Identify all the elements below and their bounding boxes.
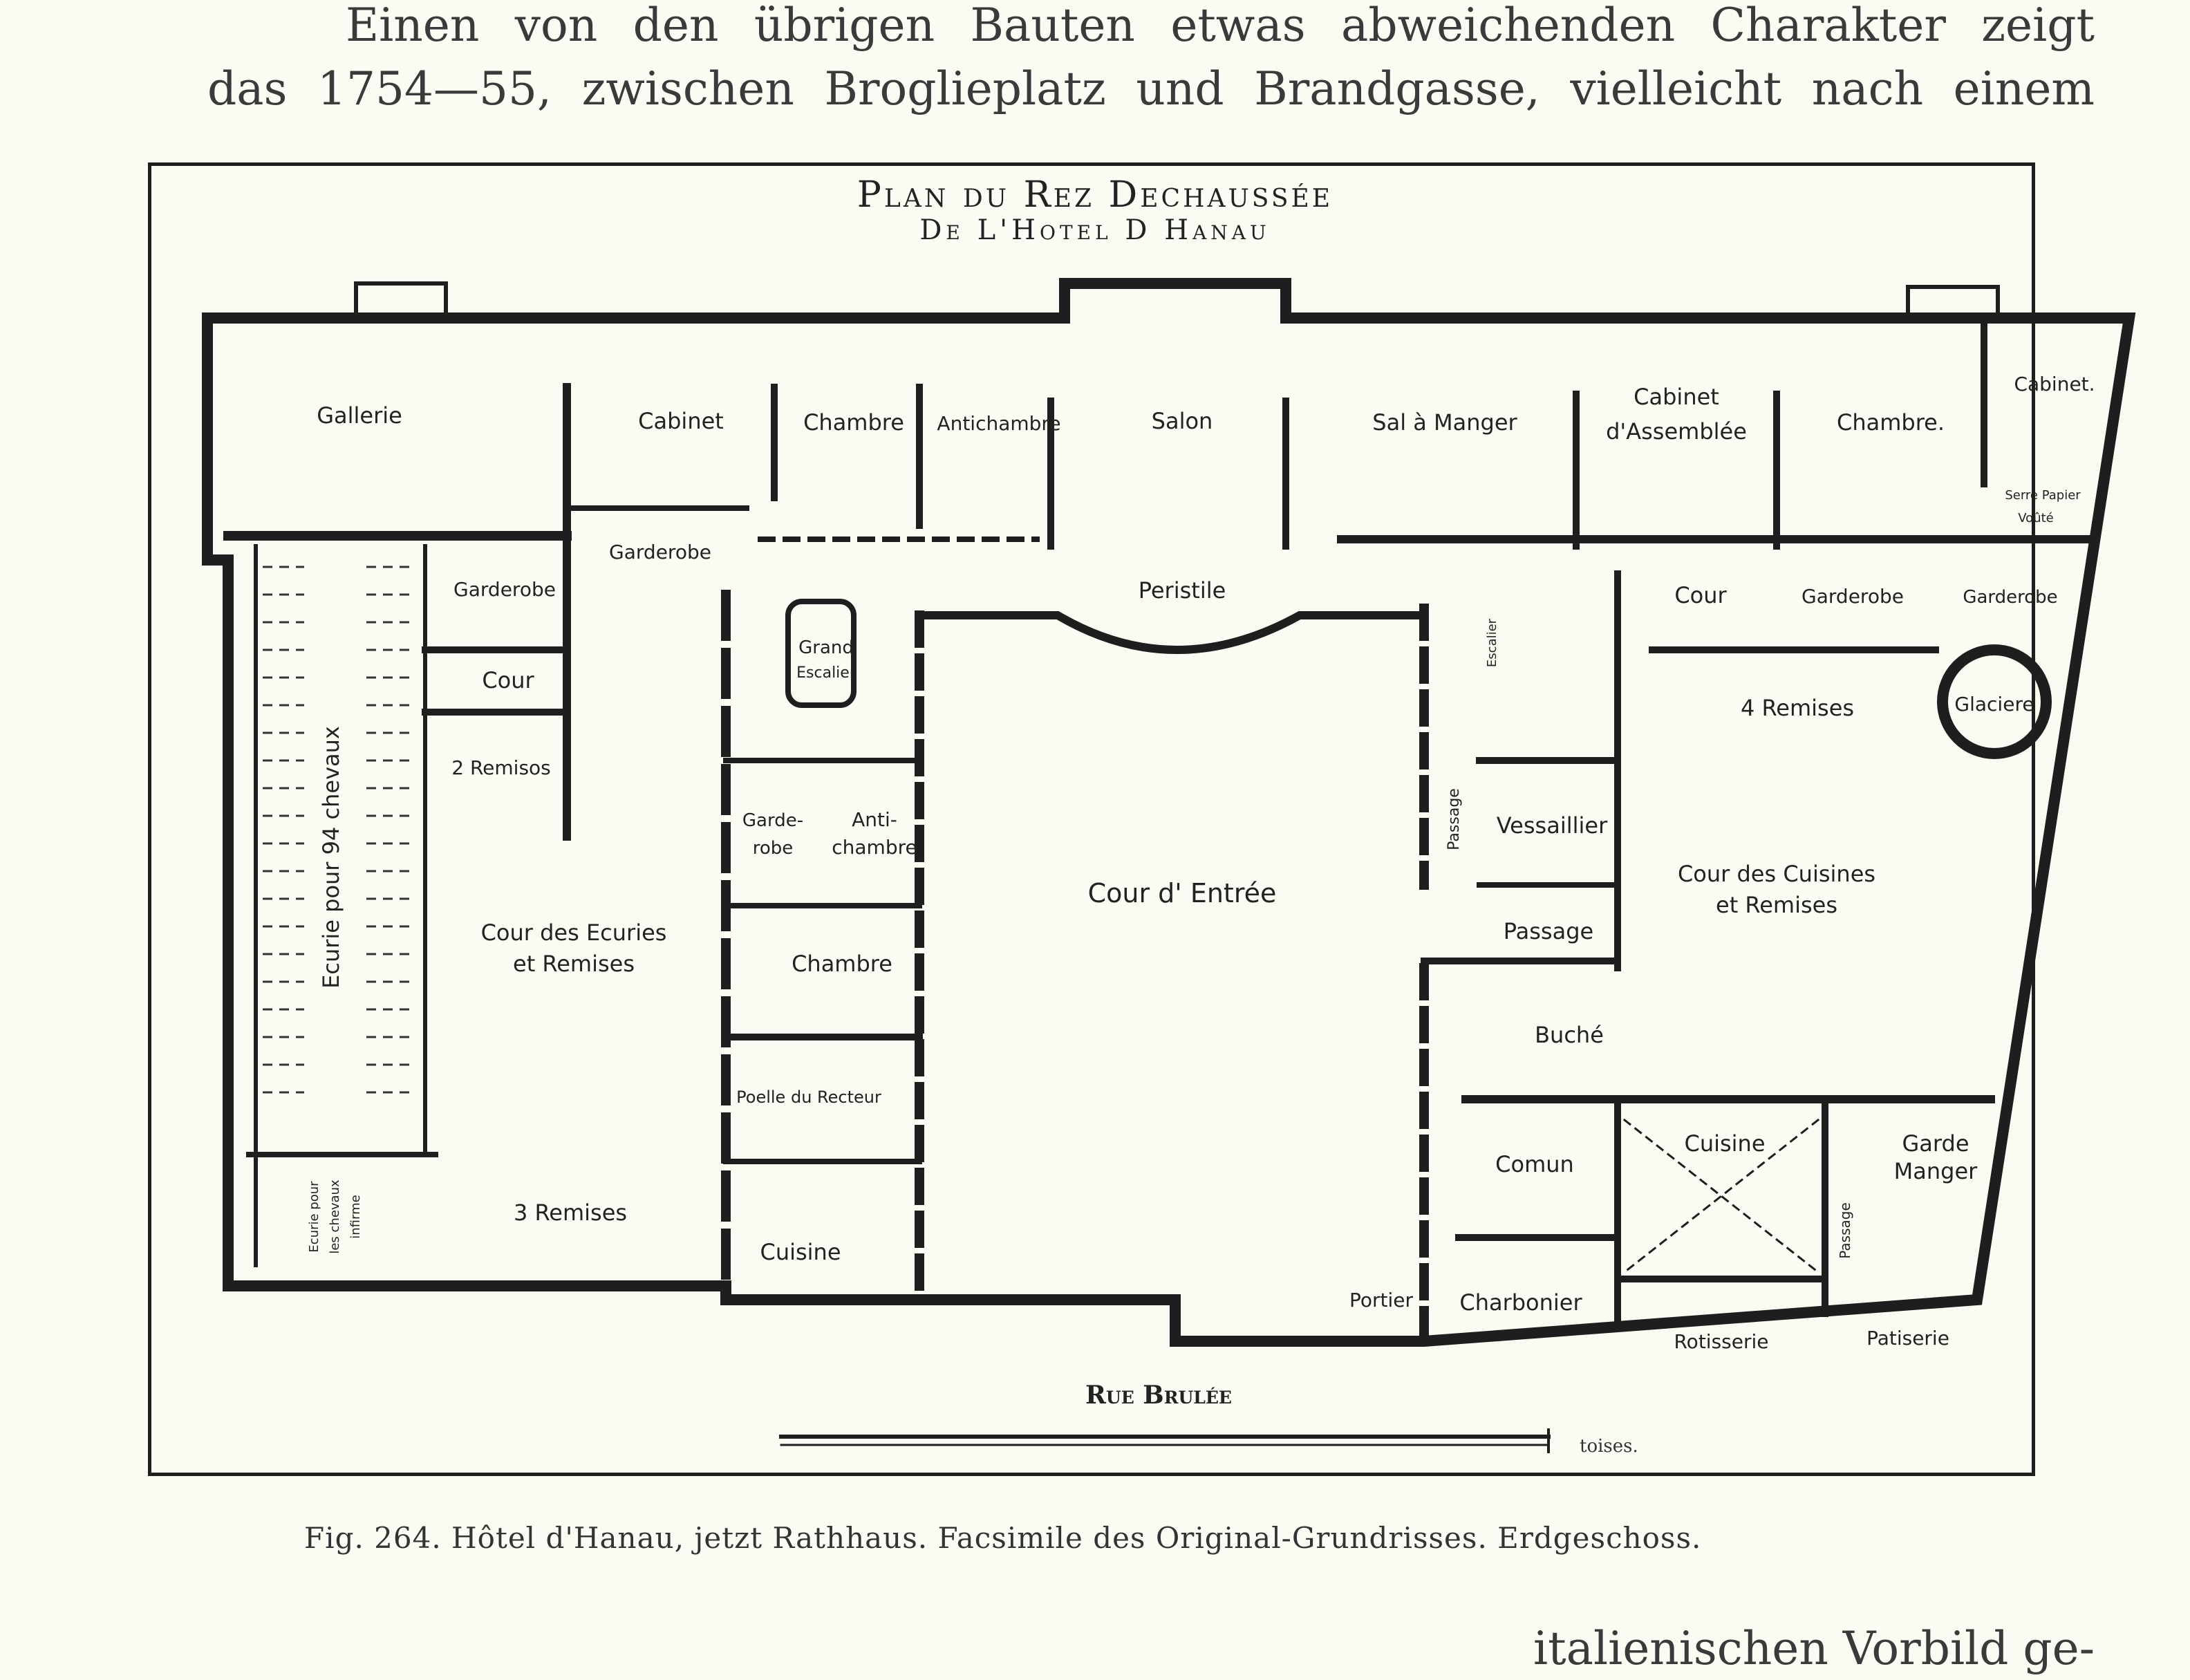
room-ecurie-infirme-1: Ecurie pour — [307, 1181, 321, 1253]
room-cour-1: Cour — [482, 667, 534, 693]
plan-frame — [148, 162, 2035, 1476]
room-cour-ecuries-2: et Remises — [513, 951, 635, 977]
room-grand-escalier-1: Grand — [798, 637, 854, 658]
room-2-remises: 2 Remisos — [451, 756, 551, 779]
room-garderobe-4: Garderobe — [1963, 587, 2057, 608]
room-gallerie: Gallerie — [317, 402, 402, 429]
room-antichambre-2-2: chambre — [832, 836, 917, 859]
body-text-line-2: das 1754—55, zwischen Broglieplatz und B… — [207, 62, 2095, 115]
room-cour-cuisines-1: Cour des Cuisines — [1678, 861, 1875, 887]
body-text-line-3: italienischen Vorbild ge- — [1533, 1622, 2095, 1675]
room-3-remises: 3 Remises — [514, 1200, 627, 1226]
room-serre-papier-2: Voûté — [2018, 511, 2053, 525]
room-salon: Salon — [1152, 408, 1213, 434]
room-antichambre-1: Antichambre — [937, 412, 1060, 435]
room-garderobe-1: Garderobe — [609, 541, 711, 563]
room-sal-a-manger: Sal à Manger — [1372, 409, 1517, 436]
room-cabinet-assemblee-1: Cabinet — [1634, 384, 1719, 410]
room-portier: Portier — [1349, 1289, 1414, 1312]
room-escalier: Escalier — [1485, 618, 1499, 667]
room-serre-papier-1: Serre Papier — [2005, 488, 2081, 503]
room-cabinet-1: Cabinet — [638, 408, 724, 434]
room-garderobe-2: Garderobe — [453, 578, 556, 601]
plan-title: Plan du Rez Dechaussée — [857, 174, 1333, 216]
room-cour-2: Cour — [1674, 582, 1727, 608]
room-cabinet-2: Cabinet. — [2014, 373, 2095, 395]
room-ecurie-infirme-2: les chevaux — [328, 1179, 342, 1254]
room-chambre-3: Chambre — [792, 951, 892, 977]
room-passage-3: Passage — [1837, 1202, 1853, 1259]
room-4-remises: 4 Remises — [1741, 695, 1854, 721]
room-passage-2: Passage — [1504, 918, 1593, 944]
room-glaciere: Glaciere — [1954, 693, 2034, 716]
figure-caption: Fig. 264. Hôtel d'Hanau, jetzt Rathhaus.… — [304, 1521, 1702, 1555]
room-cour-cuisines-2: et Remises — [1716, 892, 1837, 918]
room-chambre-1: Chambre — [803, 409, 904, 436]
room-patisserie: Patiserie — [1866, 1327, 1949, 1350]
room-chambre-2: Chambre. — [1837, 409, 1945, 436]
room-garde-manger-2: Manger — [1894, 1158, 1978, 1184]
room-garderobe-3: Garderobe — [1801, 585, 1904, 608]
room-vessaillier: Vessaillier — [1497, 812, 1608, 839]
outer-wall — [202, 278, 2136, 1347]
room-rotisserie: Rotisserie — [1674, 1330, 1768, 1353]
room-poelle: Poelle du Recteur — [736, 1088, 881, 1107]
room-cour-entree: Cour d' Entrée — [1088, 878, 1277, 908]
plan-subtitle: De L'Hotel D Hanau — [919, 214, 1271, 246]
room-cuisine-1: Cuisine — [1684, 1130, 1765, 1157]
room-buche: Buché — [1535, 1022, 1604, 1048]
scale-unit: toises. — [1580, 1436, 1638, 1457]
street-name: Rue Brulée — [1085, 1381, 1232, 1410]
room-ecurie-infirme-3: infirme — [348, 1195, 363, 1238]
room-grand-escalier-2: Escalier — [796, 664, 857, 682]
body-text-line-1: Einen von den übrigen Bauten etwas abwei… — [346, 0, 2095, 52]
room-ecurie: Ecurie pour 94 chevaux — [318, 726, 344, 989]
room-cabinet-assemblee-2: d'Assemblée — [1606, 418, 1747, 445]
room-comun: Comun — [1495, 1151, 1574, 1177]
room-garderobe-5-1: Garde- — [742, 810, 803, 831]
room-cour-ecuries-1: Cour des Ecuries — [481, 920, 667, 946]
room-charbonier: Charbonier — [1459, 1289, 1582, 1316]
room-cuisine-2: Cuisine — [760, 1239, 841, 1265]
room-antichambre-2-1: Anti- — [852, 808, 897, 831]
room-garderobe-5-2: robe — [753, 838, 794, 859]
room-passage-1: Passage — [1445, 788, 1463, 850]
room-peristile: Peristile — [1139, 577, 1226, 604]
room-garde-manger-1: Garde — [1902, 1130, 1969, 1157]
